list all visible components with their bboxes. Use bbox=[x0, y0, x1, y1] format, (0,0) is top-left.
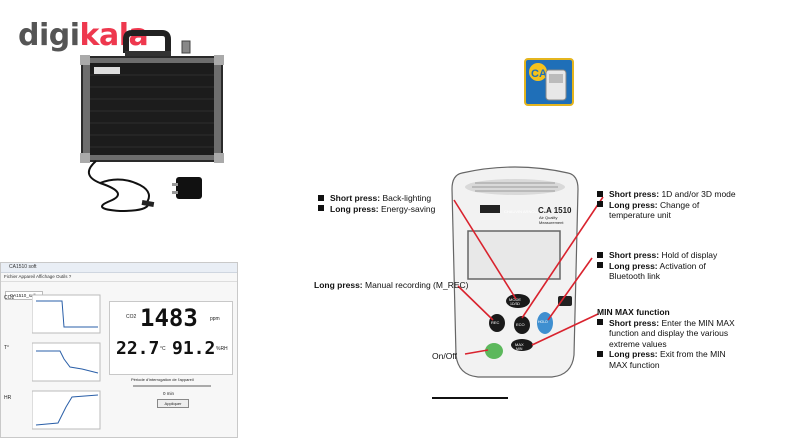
software-menu-bar: Fichier Appareil Affichage Outils ? bbox=[1, 273, 237, 282]
rec-button bbox=[489, 314, 505, 332]
carrying-case-image bbox=[80, 30, 224, 213]
rec-long-label: Long press: bbox=[314, 280, 363, 290]
minmax-title: MIN MAX function bbox=[597, 307, 670, 317]
bullet-icon bbox=[597, 350, 603, 357]
rec-callout-line bbox=[457, 285, 494, 321]
hold-short-label: Short press: bbox=[609, 250, 660, 260]
hold-long-label: Long press: bbox=[609, 260, 658, 271]
minmax-long-text-2: MAX function bbox=[609, 359, 660, 370]
lcd-co2-label: CO2 bbox=[126, 314, 137, 320]
hold-long-text-2: Bluetooth link bbox=[609, 271, 661, 281]
lcd-panel: CO2 1483 ppm 22.7 °C 91.2 %RH bbox=[109, 301, 233, 375]
bullet-icon bbox=[318, 194, 324, 201]
mode-button bbox=[506, 294, 530, 308]
rec-button-label[interactable]: REC bbox=[491, 320, 500, 325]
backlight-annotation: Short press: Back-lighting Long press: E… bbox=[318, 193, 435, 214]
graph-label-rh: HR bbox=[4, 395, 12, 401]
sensor-graphs bbox=[32, 294, 101, 430]
backlight-long-text: Energy-saving bbox=[378, 203, 436, 214]
mode-button-label[interactable]: MODE bbox=[509, 297, 521, 302]
hold-annotation: Short press: Hold of display Long press:… bbox=[597, 250, 797, 282]
bullet-icon bbox=[318, 205, 324, 212]
svg-text:CA: CA bbox=[531, 68, 547, 80]
bullet-icon bbox=[597, 262, 603, 269]
bullet-icon bbox=[597, 190, 603, 197]
mode-callout-line bbox=[521, 196, 604, 319]
device-illustration bbox=[451, 166, 579, 378]
backlight-long-label: Long press: bbox=[330, 203, 379, 214]
rec-long-text: Manual recording (M_REC) bbox=[362, 280, 469, 290]
apply-button[interactable]: Appliquer bbox=[157, 399, 189, 408]
graph-column: CO2 T° HR bbox=[4, 293, 104, 433]
eco-button bbox=[514, 316, 530, 334]
minmax-callout-line bbox=[531, 313, 599, 346]
mode-long-text: Change of bbox=[657, 199, 700, 210]
interval-slider[interactable] bbox=[133, 385, 211, 387]
hold-callout-line bbox=[547, 257, 593, 321]
software-title-bar: CA1510 soft bbox=[1, 263, 237, 273]
minmax-button bbox=[511, 339, 533, 351]
lcd-temp-unit: °C bbox=[160, 346, 166, 352]
interval-value: 0 min bbox=[163, 391, 175, 396]
hold-short-text: Hold of display bbox=[659, 250, 718, 260]
backlight-short-text: Back-lighting bbox=[380, 193, 432, 203]
device-subtitle-2: Measurement bbox=[539, 220, 564, 225]
app-icon[interactable]: CA bbox=[524, 58, 574, 106]
power-button bbox=[485, 343, 503, 359]
minmax-short-text-2: function and display the various bbox=[609, 328, 729, 338]
device-model: C.A 1510 bbox=[538, 206, 572, 215]
device-screen bbox=[467, 230, 561, 280]
bullet-icon bbox=[597, 319, 603, 326]
lcd-rh-unit: %RH bbox=[216, 346, 228, 352]
graph-label-co2: CO2 bbox=[4, 295, 15, 301]
app-icon-graphic: CA bbox=[529, 63, 567, 101]
lcd-co2-unit: ppm bbox=[210, 316, 220, 322]
usb-port bbox=[558, 296, 572, 306]
minmax-button-sublabel: MIN bbox=[516, 347, 523, 351]
eco-button-label[interactable]: ECO bbox=[516, 322, 525, 327]
device-brand-label: CHAUVIN ARNOUX bbox=[504, 209, 541, 214]
minmax-short-text: Enter the MIN MAX bbox=[659, 317, 735, 328]
lcd-co2-value: 1483 bbox=[140, 304, 198, 332]
lcd-temp-value: 22.7 bbox=[116, 338, 160, 359]
backlight-callout-line bbox=[453, 199, 517, 300]
onoff-callout-line bbox=[464, 349, 489, 355]
backlight-short-label: Short press: bbox=[330, 193, 381, 203]
software-screenshot: CA1510 soft Fichier Appareil Affichage O… bbox=[0, 262, 238, 438]
mode-long-text-2: temperature unit bbox=[609, 210, 671, 220]
minmax-short-text-3: extreme values bbox=[609, 338, 667, 349]
mode-short-text: 1D and/or 3D mode bbox=[659, 189, 736, 199]
rec-annotation: Long press: Manual recording (M_REC) bbox=[314, 280, 468, 291]
hold-button-label[interactable]: HOLD bbox=[538, 320, 548, 324]
mode-long-label: Long press: bbox=[609, 199, 658, 210]
bullet-icon bbox=[597, 201, 603, 208]
minmax-long-text: Exit from the MIN bbox=[657, 349, 726, 359]
mode-button-sublabel: 1D/3D bbox=[510, 302, 520, 306]
minmax-annotation: MIN MAX function Short press: Enter the … bbox=[597, 307, 797, 370]
minmax-button-label[interactable]: MAX bbox=[515, 342, 524, 347]
logo-text-dark: digi bbox=[18, 18, 80, 53]
onoff-annotation: On/Off bbox=[432, 351, 457, 361]
minmax-short-label: Short press: bbox=[609, 317, 660, 328]
brand-plate bbox=[480, 205, 500, 213]
mode-annotation: Short press: 1D and/or 3D mode Long pres… bbox=[597, 189, 797, 221]
lcd-rh-value: 91.2 bbox=[172, 338, 216, 359]
mode-short-label: Short press: bbox=[609, 189, 660, 199]
record-label: Période d'interrogation de l'appareil bbox=[131, 377, 194, 382]
bullet-icon bbox=[597, 251, 603, 258]
device-subtitle-1: Air Quality bbox=[539, 215, 558, 220]
graph-label-temp: T° bbox=[4, 345, 10, 351]
minmax-long-label: Long press: bbox=[609, 349, 658, 359]
hold-long-text: Activation of bbox=[657, 260, 706, 271]
